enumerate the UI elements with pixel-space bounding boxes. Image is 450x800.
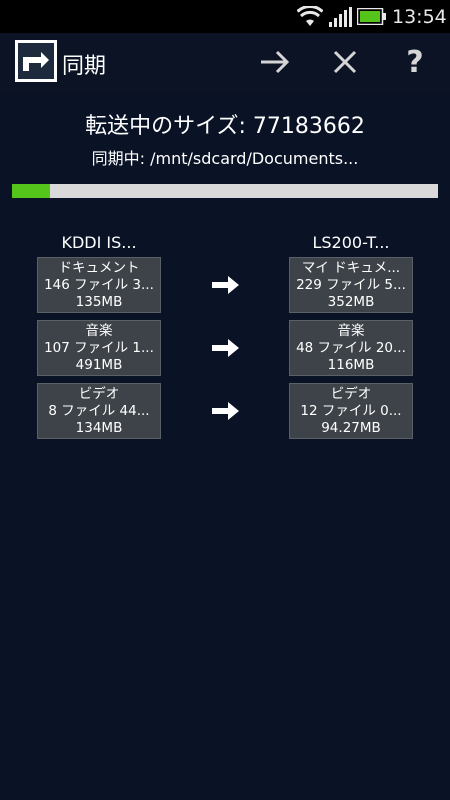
source-folder-tile-documents[interactable]: ドキュメント 146 ファイル 3... 135MB [37, 257, 161, 313]
folder-name: ドキュメント [58, 260, 140, 276]
target-folder-tile-documents[interactable]: マイ ドキュメ... 229 ファイル 5... 352MB [289, 257, 413, 313]
folder-size: 135MB [75, 294, 123, 310]
folder-size: 134MB [75, 420, 123, 436]
right-arrow-icon [212, 402, 239, 420]
right-arrow-icon [212, 276, 239, 294]
folder-name: マイ ドキュメ... [301, 260, 401, 276]
source-folder-tile-video[interactable]: ビデオ 8 ファイル 44... 134MB [37, 383, 161, 439]
help-icon: ? [406, 44, 424, 80]
wifi-icon [297, 6, 323, 26]
folder-detail: 48 ファイル 20... [296, 340, 406, 356]
forward-button[interactable] [255, 42, 295, 82]
action-bar [0, 33, 450, 93]
signal-icon [329, 7, 352, 27]
folder-size: 94.27MB [321, 420, 381, 436]
page-title: 同期 [62, 54, 107, 79]
folder-detail: 8 ファイル 44... [48, 403, 150, 419]
help-button[interactable]: ? [395, 42, 435, 82]
folder-detail: 229 ファイル 5... [296, 277, 406, 293]
status-bar: 13:54 [0, 0, 450, 33]
folder-detail: 146 ファイル 3... [44, 277, 154, 293]
folder-detail: 107 ファイル 1... [44, 340, 154, 356]
syncing-path-text: 同期中: /mnt/sdcard/Documents... [91, 149, 359, 168]
close-icon [333, 50, 357, 74]
sync-app-icon [15, 40, 57, 82]
target-device-title: LS200-T... [312, 233, 390, 252]
target-folder-tile-video[interactable]: ビデオ 12 ファイル 0... 94.27MB [289, 383, 413, 439]
source-folder-tile-music[interactable]: 音楽 107 ファイル 1... 491MB [37, 320, 161, 376]
forward-arrow-icon [261, 50, 290, 74]
clock: 13:54 [392, 6, 447, 28]
folder-size: 491MB [75, 357, 123, 373]
folder-name: ビデオ [78, 386, 120, 402]
battery-icon [357, 8, 386, 25]
right-arrow-icon [212, 339, 239, 357]
folder-detail: 12 ファイル 0... [300, 403, 402, 419]
sync-progress-fill [12, 184, 51, 198]
folder-size: 352MB [327, 294, 375, 310]
folder-name: ビデオ [330, 386, 372, 402]
close-button[interactable] [325, 42, 365, 82]
sync-progress-bar [12, 184, 438, 198]
folder-name: 音楽 [85, 323, 113, 339]
folder-size: 116MB [327, 357, 375, 373]
source-device-title: KDDI IS... [61, 233, 137, 252]
transfer-size-text: 転送中のサイズ: 77183662 [85, 114, 365, 139]
folder-name: 音楽 [337, 323, 365, 339]
target-folder-tile-music[interactable]: 音楽 48 ファイル 20... 116MB [289, 320, 413, 376]
